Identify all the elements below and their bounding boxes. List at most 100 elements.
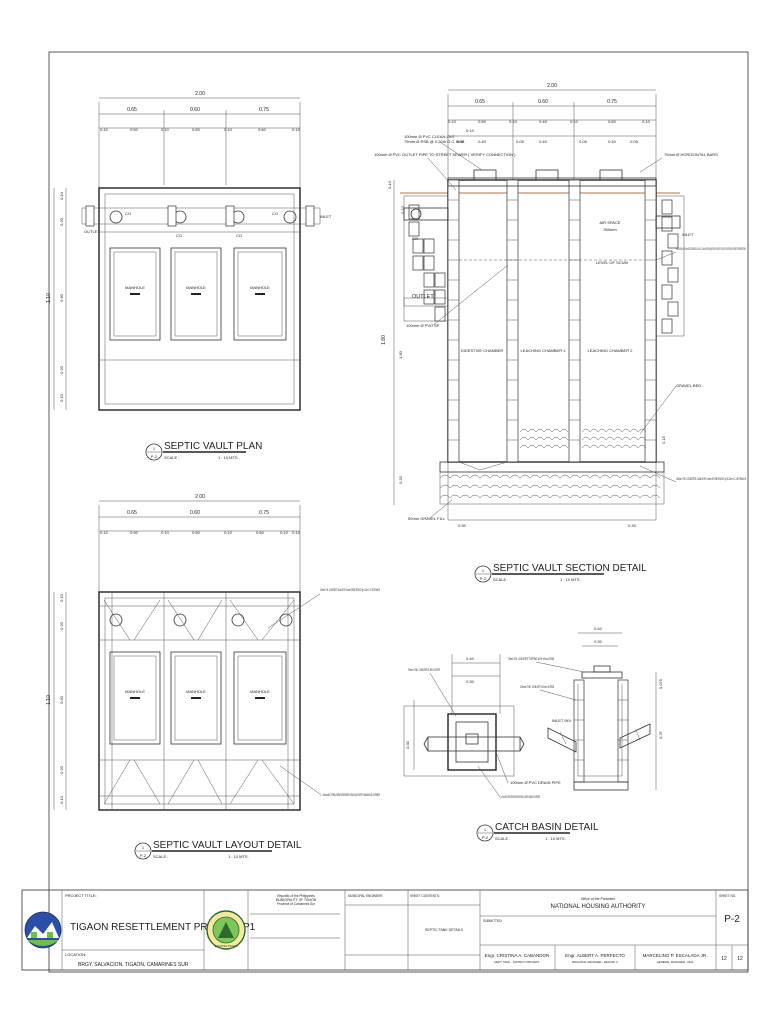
- cleanout-icon: [109, 613, 123, 627]
- section-scale-label: SCALE :: [493, 577, 508, 582]
- plan-dim-left: 0.20: [59, 217, 64, 226]
- catch-title-number: 1: [484, 827, 487, 832]
- layout-title: SEPTIC VAULT LAYOUT DETAIL: [153, 840, 302, 851]
- note-chb: 150mm CHB WALL WITH 10mm Ø VERT. BAR SPA…: [676, 246, 746, 251]
- note-cleanout2: 75mm Ø RSB @ 0.20m O.C. B.W.: [404, 139, 465, 144]
- catch-dim-plan-inner: 0.30: [466, 679, 475, 684]
- plan-dim-row2: 0.10: [100, 127, 109, 132]
- cleanout-icon: [173, 613, 187, 627]
- section-dim-row1: 0.65: [475, 99, 485, 105]
- layout-dim-row2: 0.60: [256, 530, 265, 535]
- section-scale-value: 1 : 10 MTS.: [560, 577, 581, 582]
- septic-vault-section: 2.00 0.65 0.60 0.75 0.10 0.50 0.10 0.40 …: [374, 83, 746, 583]
- catch-title-sheet: P-2: [482, 835, 489, 840]
- province: Province of Camarines Sur: [277, 902, 316, 906]
- section-dim-right: 0.15: [661, 435, 666, 444]
- municipality: MUNICIPALITY OF TIGAON: [276, 898, 317, 902]
- section-title-bubble: [474, 565, 492, 583]
- catch-note-drain: 100mm Ø PVC DRAIN PIPE: [510, 780, 561, 785]
- catch-note-level: INLET INV.: [552, 718, 572, 723]
- plan-dim-left: 0.10: [59, 191, 64, 200]
- section-dim-left: 1.60: [398, 350, 403, 359]
- section-inlet-label: INLET: [682, 232, 694, 237]
- page-total: 12: [737, 956, 743, 962]
- plan-dim-left: 0.60: [59, 293, 64, 302]
- section-dim-row1: 0.60: [538, 99, 548, 105]
- layout-dim-row2: 0.10: [224, 530, 233, 535]
- layout-dim-left: 0.20: [59, 621, 64, 630]
- plan-manholes: [109, 247, 287, 341]
- seal-text: BAYAN NG TIGAON: [215, 945, 238, 948]
- location-label: LOCATION:: [65, 952, 86, 957]
- section-dim-row3: 0.05: [456, 139, 465, 144]
- plan-dim-row2: 0.10: [224, 127, 233, 132]
- note-cleanout: 100mm Ø PVC CLEAN-OUT: [404, 134, 456, 139]
- section-gravel-fill: [439, 471, 665, 505]
- plan-cleanouts: [85, 205, 315, 227]
- chamber-label: LEACHING CHAMBER 1: [521, 348, 567, 353]
- section-dim-row3: 0.40: [539, 139, 548, 144]
- plan-manhole-label: MANHOLE: [186, 285, 206, 290]
- plan-co-label: CO: [272, 211, 278, 216]
- layout-dim-row1: 0.75: [259, 510, 269, 516]
- catch-dim-sec-inner: 0.30: [594, 639, 603, 644]
- section-dim-row2: 0.50: [478, 119, 487, 124]
- section-dim-top: 0.10: [466, 128, 475, 133]
- catch-basin-detail: 0.40 0.30 0.40 0.40 0.30 0.075: [403, 626, 663, 842]
- layout-manholes: [109, 651, 287, 745]
- note-outlet: 100mm Ø PVC OUTLET PIPE TO STREET SEWER …: [374, 152, 516, 157]
- layout-manhole-label: MANHOLE: [186, 689, 206, 694]
- section-dim-left: 0.20: [398, 475, 403, 484]
- layout-title-bubble: [134, 842, 152, 860]
- plan-manhole-label: MANHOLE: [250, 285, 270, 290]
- catch-title: CATCH BASIN DETAIL: [495, 822, 599, 833]
- catch-dim-sec-right: 0.37: [658, 730, 663, 739]
- note-slab: 100mm THK. CONCRETE SLAB WITH 10mm Ø RSB…: [676, 476, 746, 481]
- plan-outlet-label: OUTLET: [84, 229, 100, 234]
- plan-dim-left: 0.10: [59, 393, 64, 402]
- section-dim-row1: 0.75: [607, 99, 617, 105]
- sheet-border: [48, 51, 749, 973]
- section-partitions: [447, 179, 657, 463]
- plan-dim-left: 0.20: [59, 365, 64, 374]
- chamber-label: LEACHING CHAMBER 2: [588, 348, 634, 353]
- layout-scale-value: 1 : 10 MTS.: [228, 854, 249, 859]
- layout-dim-left: 0.60: [59, 695, 64, 704]
- project-label: PROJECT TITLE:: [65, 893, 97, 898]
- plan-manhole-label: MANHOLE: [125, 285, 145, 290]
- level-scum-label: LEVEL OF SCUM: [596, 260, 628, 265]
- note-gravel-bed: GRAVEL BED: [676, 383, 701, 388]
- plan-co-label: CO: [236, 233, 242, 238]
- section-dim-left: 1.80: [381, 335, 387, 345]
- section-dim-left: 0.10: [387, 180, 392, 189]
- tigaon-seal-icon: [206, 910, 246, 950]
- layout-title-number: 1: [142, 845, 145, 850]
- section-dim-row3: 0.40: [608, 139, 617, 144]
- catch-dim-sec-top: 0.40: [594, 626, 603, 631]
- engineer-role: DEPT. MGR. - DISTRICT PROJECT: [494, 960, 539, 964]
- layout-dim-row1: 0.65: [127, 510, 137, 516]
- layout-dim-row2: 0.10: [292, 530, 301, 535]
- cleanout-icon: [231, 613, 245, 627]
- location: BRGY. SALVACION, TIGAON, CAMARINES SUR: [78, 962, 189, 968]
- sheet-contents-label: SHEET CONTENTS:: [410, 894, 440, 898]
- title-block: PROJECT TITLE: TIGAON RESETTLEMENT PROJE…: [21, 889, 749, 971]
- agency: NATIONAL HOUSING AUTHORITY: [550, 904, 645, 910]
- plan-inlet-label: INLET: [320, 214, 332, 219]
- republic: Republic of the Philippines: [277, 894, 315, 898]
- section-dim-bottom: 0.30: [628, 523, 637, 528]
- project-title: TIGAON RESETTLEMENT PROJECT P1: [70, 922, 256, 933]
- layout-dim-left: 0.20: [59, 765, 64, 774]
- page-number: 12: [721, 956, 727, 962]
- section-dim-row2: 0.40: [539, 119, 548, 124]
- section-dim-overall: 2.00: [547, 83, 557, 89]
- section-dim-bottom: 0.30: [458, 523, 467, 528]
- manager-role: REGIONAL MANAGER - REGION V: [572, 960, 618, 964]
- section-outlet-label: OUTLET: [412, 294, 434, 300]
- catch-note-bottom: 1 - 10mm Ø EXTRA REINFORCEMENT BAR @ EVE…: [500, 794, 540, 799]
- section-gravel-bed: [519, 428, 647, 449]
- layout-dim-row2: 0.10: [280, 530, 289, 535]
- note-pvc: 100mm Ø PVC SP: [406, 323, 440, 328]
- plan-dim-row1: 0.75: [259, 107, 269, 113]
